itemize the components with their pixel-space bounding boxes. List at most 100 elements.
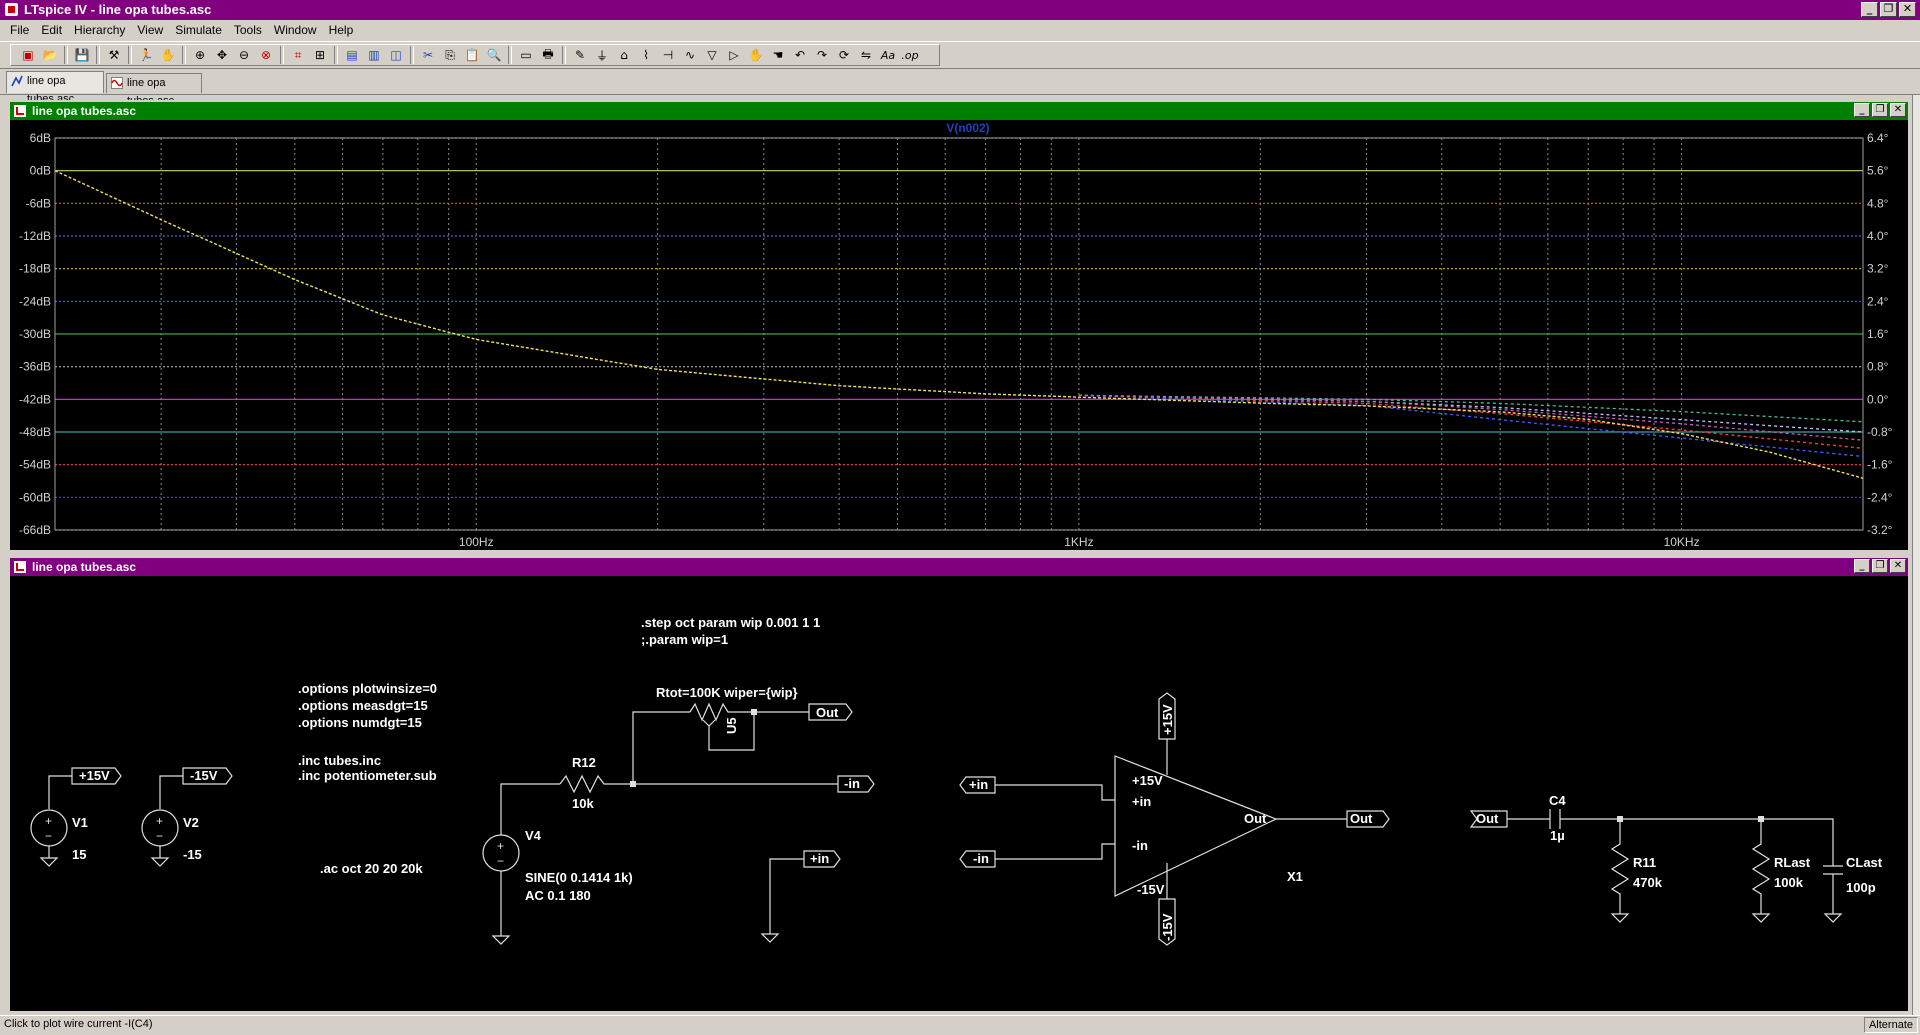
phase-traces[interactable] [1078,394,1864,458]
ground-icon[interactable]: ⏚ [595,48,608,63]
inductor-icon[interactable]: ∿ [684,48,696,62]
minimize-button[interactable]: _ [1854,103,1870,117]
menu-file[interactable]: File [10,23,30,37]
menu-hierarchy[interactable]: Hierarchy [74,23,126,37]
v1-value[interactable]: 15 [72,847,86,862]
menu-simulate[interactable]: Simulate [175,23,222,37]
tile-v-icon[interactable]: ▥ [368,48,380,62]
close-button[interactable]: ✕ [1890,559,1906,573]
find-icon[interactable]: 🔍 [486,48,502,62]
v2-name[interactable]: V2 [183,815,199,830]
x1-opamp[interactable] [995,739,1347,899]
menu-window[interactable]: Window [273,23,317,37]
directive-inc-tubes[interactable]: .inc tubes.inc [298,753,381,768]
net-flag-filter-in[interactable] [1469,810,1508,828]
u5-name[interactable]: U5 [724,717,739,734]
zoom-out-icon[interactable]: ⊖ [238,48,250,62]
r11-value[interactable]: 470k [1633,875,1663,890]
app-titlebar[interactable]: LTspice IV - line opa tubes.asc _ ❐ ✕ [0,0,1920,20]
plot-window-titlebar[interactable]: line opa tubes.asc _ ❐ ✕ [10,102,1908,120]
tab-schematic[interactable]: line opa tubes.asc [6,71,104,105]
text-icon[interactable]: Aa [880,48,896,62]
net-flag-p15[interactable] [71,767,122,785]
print-icon[interactable]: 🖶 [542,46,554,61]
save-icon[interactable]: 💾 [74,48,90,62]
autorange-icon[interactable]: ⌗ [294,47,302,62]
schematic-canvas[interactable]: +− +− +− +15V -15V [10,576,1908,1011]
component-icon[interactable]: ▷ [729,48,739,62]
v4-source[interactable] [482,783,560,945]
minimize-button[interactable]: _ [1854,559,1870,573]
paste-icon[interactable]: 📋 [464,48,480,62]
u5-potentiometer[interactable] [689,702,809,751]
schematic-window-titlebar[interactable]: line opa tubes.asc _ ❐ ✕ [10,558,1908,576]
rlast-name[interactable]: RLast [1774,855,1811,870]
drag-icon[interactable]: ☚ [772,48,784,62]
tile-h-icon[interactable]: ▤ [346,48,358,62]
bode-plot[interactable]: 6dB0dB-6dB-12dB-18dB-24dB-30dB-36dB-42dB… [10,120,1908,550]
v1-source[interactable] [30,775,72,867]
net-flag-m15[interactable] [182,767,233,785]
restore-button[interactable]: ❐ [1872,559,1888,573]
resistor-icon[interactable]: ⌇ [643,48,649,62]
net-flag-opamp-m15[interactable] [1158,898,1176,946]
directive-plotwinsize[interactable]: .options plotwinsize=0 [298,681,437,696]
undo-icon[interactable]: ↶ [794,48,806,62]
minimize-button[interactable]: _ [1861,2,1878,17]
halt-icon[interactable]: ✋ [160,48,176,62]
control-panel-icon[interactable]: ⚒ [108,48,120,62]
v4-value-ac[interactable]: AC 0.1 180 [525,888,591,903]
directive-param[interactable]: ;.param wip=1 [641,632,728,647]
magnitude-trace[interactable] [54,170,1864,479]
run-icon[interactable]: 🏃 [138,48,154,62]
restore-button[interactable]: ❐ [1880,2,1897,17]
print-preview-icon[interactable]: ▭ [520,48,532,62]
directive-ac[interactable]: .ac oct 20 20 20k [320,861,423,876]
rlast-value[interactable]: 100k [1774,875,1804,890]
net-flag-in-minus[interactable] [837,775,875,793]
r12-name[interactable]: R12 [572,755,596,770]
v2-source[interactable] [141,775,183,867]
menu-help[interactable]: Help [328,23,354,37]
net-flag-opamp-out[interactable] [1346,810,1390,828]
mdi-scrollbar[interactable] [1912,95,1920,1015]
zoom-fit-icon[interactable]: ⊗ [260,48,272,62]
v4-name[interactable]: V4 [525,828,542,843]
close-button[interactable]: ✕ [1899,2,1916,17]
clast-name[interactable]: CLast [1846,855,1883,870]
restore-button[interactable]: ❐ [1872,103,1888,117]
clast-value[interactable]: 100p [1846,880,1876,895]
v4-value-sine[interactable]: SINE(0 0.1414 1k) [525,870,633,885]
net-flag-out-pot[interactable] [808,703,853,721]
directive-numdgt[interactable]: .options numdgt=15 [298,715,422,730]
c4-name[interactable]: C4 [1549,793,1566,808]
trace-label[interactable]: V(n002) [946,121,989,135]
label-net-icon[interactable]: ⌂ [620,48,628,62]
r12-value[interactable]: 10k [572,796,594,811]
delete-icon[interactable]: ✂ [422,48,434,62]
r12-resistor[interactable] [559,774,633,794]
c4-value[interactable]: 1µ [1550,828,1565,843]
v2-value[interactable]: -15 [183,847,202,862]
open-icon[interactable]: 📂 [42,48,58,62]
net-flag-opamp-p15[interactable] [1158,692,1176,740]
new-schematic-icon[interactable]: ▣ [22,48,34,62]
capacitor-icon[interactable]: ⊣ [662,48,674,62]
move-icon[interactable]: ✋ [748,48,764,62]
tab-plot[interactable]: line opa tubes.asc [106,73,202,107]
close-button[interactable]: ✕ [1890,103,1906,117]
directive-step[interactable]: .step oct param wip 0.001 1 1 [641,615,820,630]
x1-name[interactable]: X1 [1287,869,1303,884]
net-flag-in-plus[interactable] [803,850,841,868]
output-filter[interactable] [1507,809,1843,923]
cascade-icon[interactable]: ◫ [390,48,402,62]
grid-icon[interactable]: ⊞ [314,48,326,62]
zoom-in-icon[interactable]: ⊕ [194,48,206,62]
zoom-pan-icon[interactable]: ✥ [216,48,228,62]
pot-label[interactable]: Rtot=100K wiper={wip} [656,685,798,700]
wire-icon[interactable]: ✎ [574,48,586,62]
redo-icon[interactable]: ↷ [816,48,828,62]
menu-tools[interactable]: Tools [233,23,262,37]
v1-name[interactable]: V1 [72,815,88,830]
